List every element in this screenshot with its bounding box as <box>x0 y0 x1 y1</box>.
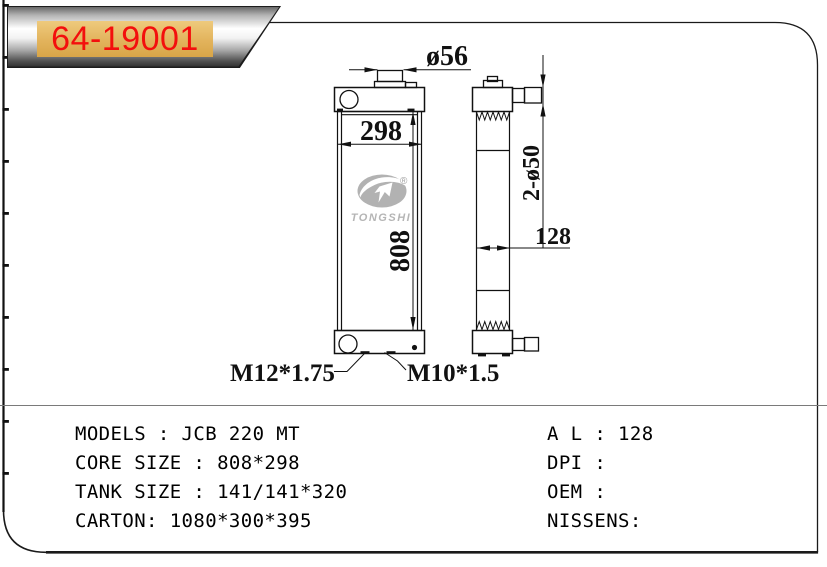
dim-pipes <box>540 55 546 248</box>
dim-filler-neck <box>349 67 471 73</box>
side-bottom-tank <box>471 329 514 355</box>
spec-core-size-row: CORE SIZE : 808*298 <box>75 452 300 474</box>
spec-right-column: A L : 128 DPI : OEM : NISSENS: <box>547 420 654 536</box>
tank-corner-mark <box>407 108 415 112</box>
bottom-outlet-pipe <box>511 336 540 352</box>
filler-cap <box>373 69 418 89</box>
dim-depth <box>477 245 570 251</box>
spec-al-row: A L : 128 <box>547 423 654 445</box>
tank-foot-mark <box>502 353 510 357</box>
dim-mount-thread-label: M10*1.5 <box>407 360 499 387</box>
dim-filler-neck-label: ø56 <box>426 41 468 72</box>
dim-core-height-label: 808 <box>385 230 416 272</box>
fin-hatching-top <box>476 110 510 122</box>
dim-depth-label: 128 <box>535 224 571 250</box>
side-core <box>475 111 511 331</box>
top-inlet-pipe <box>511 86 543 104</box>
tank-corner-mark <box>337 108 343 112</box>
brand-name: TONGSHI <box>351 212 411 224</box>
dim-drain-plug-label: M12*1.75 <box>230 360 335 387</box>
registered-mark: ® <box>400 176 408 187</box>
logo-swoosh <box>359 177 406 198</box>
spec-left-column: MODELS : JCB 220 MT CORE SIZE : 808*298 … <box>75 420 347 536</box>
part-number-plate: 64-19001 <box>37 21 213 57</box>
part-number: 64-19001 <box>51 20 199 58</box>
filler-hole <box>339 89 359 110</box>
leader-drain-plug <box>334 353 365 372</box>
side-cap <box>482 75 504 89</box>
radiator-side-view <box>471 75 543 357</box>
drain-hole <box>338 334 358 354</box>
spec-models-row: MODELS : JCB 220 MT <box>75 423 300 445</box>
spec-nissens-row: NISSENS: <box>547 510 642 532</box>
bottom-tank <box>333 329 426 355</box>
dim-pipes-label: 2-ø50 <box>519 145 545 201</box>
dim-core-width-label: 298 <box>360 116 402 147</box>
brand-logo: ® TONGSHI <box>351 174 411 224</box>
logo-arrow <box>374 182 393 203</box>
spec-tank-size-row: TANK SIZE : 141/141*320 <box>75 481 348 503</box>
dim-core-width <box>338 141 422 147</box>
left-ruler-edge <box>2 0 9 512</box>
tank-edge-mark <box>360 351 370 354</box>
part-number-banner: 64-19001 <box>7 6 291 68</box>
mount-point <box>411 344 418 351</box>
tank-foot-mark <box>478 353 486 357</box>
spec-carton-row: CARTON: 1080*300*395 <box>75 510 312 532</box>
radiator-front-view <box>333 69 426 355</box>
spec-dpi-row: DPI : <box>547 452 607 474</box>
side-top-tank <box>471 86 514 113</box>
page-frame <box>2 21 819 554</box>
fin-hatching-bottom <box>476 319 510 332</box>
dim-core-height <box>410 112 416 330</box>
spec-oem-row: OEM : <box>547 481 607 503</box>
leader-mount-thread <box>384 352 407 371</box>
tank-edge-mark <box>386 351 396 354</box>
